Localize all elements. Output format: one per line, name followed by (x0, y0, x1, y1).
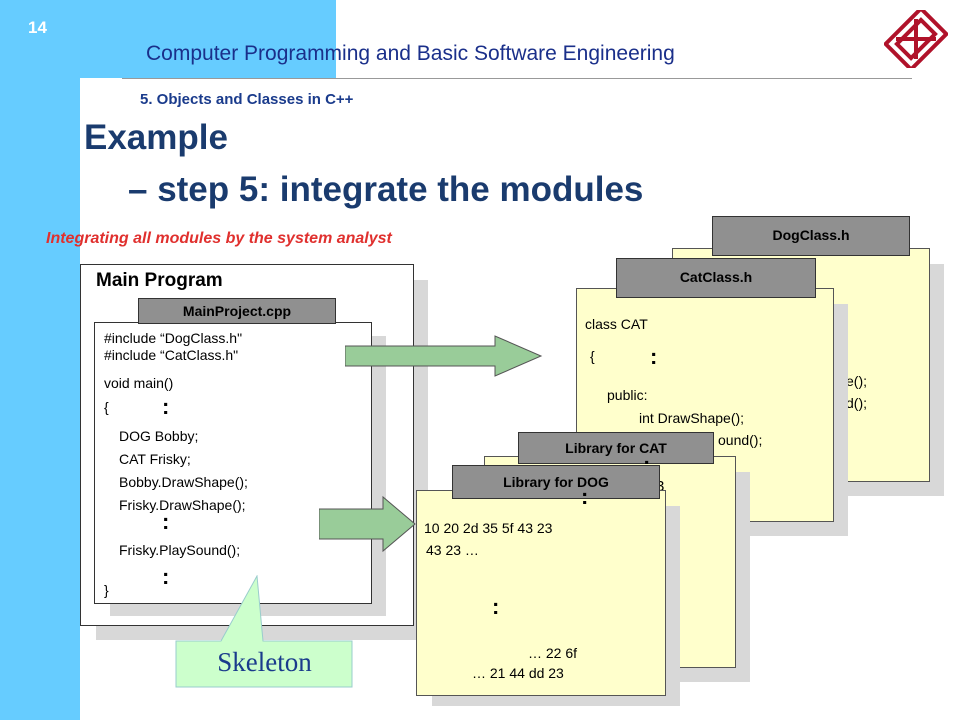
code-fragment: 3 (656, 478, 665, 495)
sidebar-band (0, 0, 80, 720)
slide-title-line1: Example (84, 118, 228, 157)
main-code-panel (94, 322, 372, 604)
ellipsis-dots: : (581, 484, 589, 509)
dog-library-panel (416, 490, 666, 696)
code-line: CAT Frisky; (119, 451, 191, 467)
code-line: { (590, 348, 595, 364)
integration-note: Integrating all modules by the system an… (46, 230, 392, 247)
skeleton-label: Skeleton (217, 647, 312, 677)
code-line: Frisky.PlaySound(); (119, 542, 241, 558)
code-line: int DrawShape(); (639, 410, 745, 426)
code-line: class CAT (585, 316, 648, 332)
course-title: Computer Programming and Basic Software … (146, 42, 675, 65)
cat-class-file-tab: CatClass.h (616, 258, 816, 298)
code-line: } (104, 582, 109, 598)
ellipsis-dots: : (650, 344, 658, 369)
page-number: 14 (28, 18, 47, 37)
code-line: void main() (104, 375, 174, 391)
code-line: { (104, 399, 109, 415)
ellipsis-dots: : (162, 394, 170, 419)
code-line: #include “CatClass.h" (104, 347, 239, 363)
arrow-right-icon (345, 335, 543, 377)
ellipsis-dots: : (162, 564, 170, 589)
section-title: 5. Objects and Classes in C++ (140, 91, 354, 108)
university-logo-icon (884, 10, 948, 68)
code-line: DOG Bobby; (119, 428, 199, 444)
code-line: ound(); (718, 432, 763, 448)
code-line: … 22 6f (528, 645, 578, 661)
slide-title-line2: – step 5: integrate the modules (128, 170, 644, 209)
dog-library-file-tab: Library for DOG (452, 465, 660, 499)
code-line: … 21 44 dd 23 (472, 665, 564, 681)
code-line: public: (607, 387, 648, 403)
header-divider (122, 78, 912, 79)
header-band (80, 0, 336, 78)
cat-library-file-tab: Library for CAT (518, 432, 714, 464)
code-fragment: d(); (846, 395, 867, 411)
main-program-heading: Main Program (96, 270, 223, 291)
dog-class-file-tab: DogClass.h (712, 216, 910, 256)
code-line: #include “DogClass.h" (104, 330, 243, 346)
code-line: 43 23 … (426, 542, 479, 558)
main-project-file-tab: MainProject.cpp (138, 298, 336, 324)
code-fragment: e(); (846, 373, 867, 389)
arrow-right-icon (319, 495, 416, 553)
code-line: Bobby.DrawShape(); (119, 474, 248, 490)
code-line: 10 20 2d 35 5f 43 23 (424, 520, 553, 536)
ellipsis-dots: : (492, 594, 500, 619)
ellipsis-dots: : (162, 509, 170, 534)
ellipsis-dots: : (643, 452, 650, 478)
skeleton-callout-shape (175, 575, 353, 688)
code-line: Frisky.DrawShape(); (119, 497, 246, 513)
